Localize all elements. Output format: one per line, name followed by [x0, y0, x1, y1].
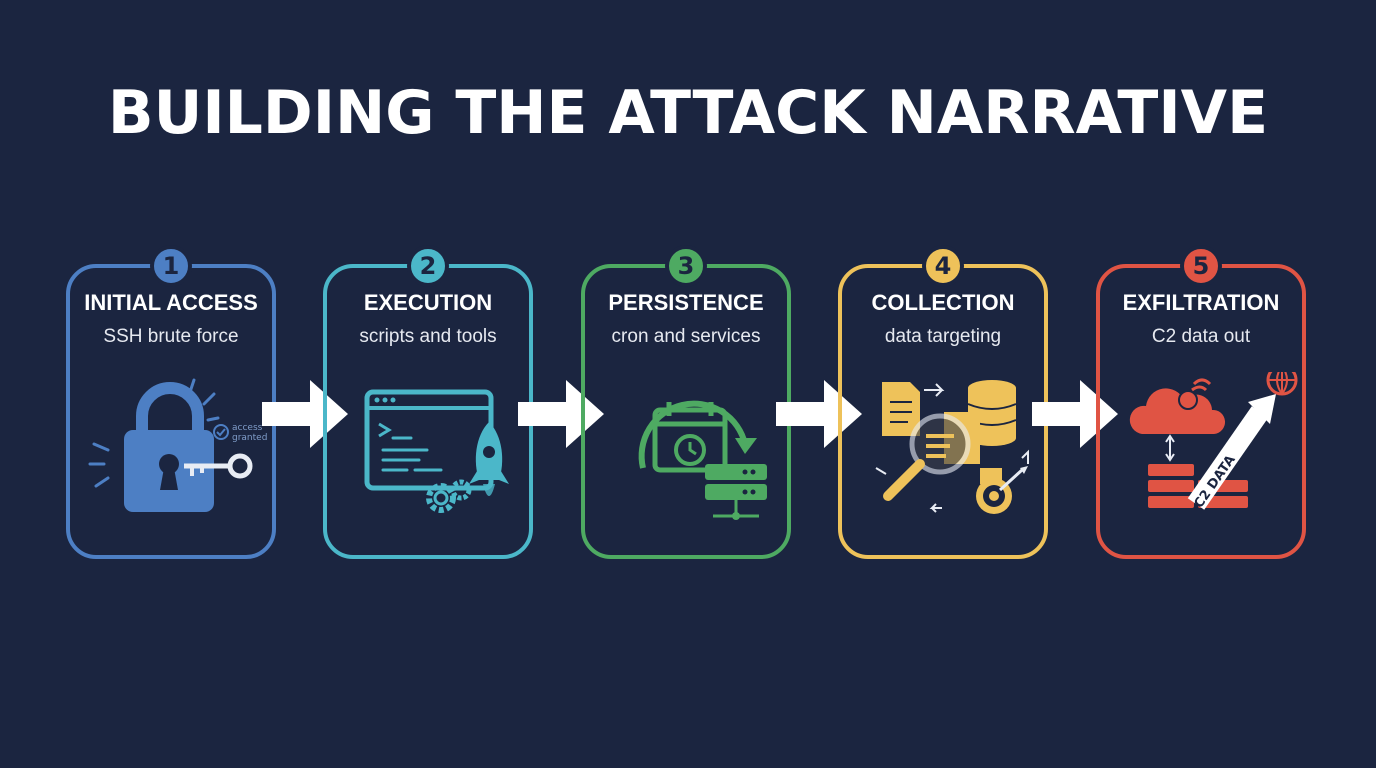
step-number-badge: 3	[665, 245, 707, 287]
step-execution: 2 EXECUTION scripts and tools	[323, 245, 533, 559]
padlock-key-icon: access granted	[88, 378, 267, 512]
step-number-badge: 4	[922, 245, 964, 287]
magnifier-database-icon	[875, 380, 1029, 514]
cloud-exfil-icon: C2 DATA	[1129, 372, 1298, 511]
step-title: PERSISTENCE	[608, 290, 764, 315]
step-collection: 4 COLLECTION data targeting	[838, 245, 1048, 559]
step-subtitle: scripts and tools	[359, 326, 497, 347]
diagram-title: BUILDING THE ATTACK NARRATIVE	[107, 78, 1269, 148]
terminal-rocket-icon	[364, 389, 509, 513]
step-number-badge: 1	[150, 245, 192, 287]
step-title: INITIAL ACCESS	[84, 290, 258, 315]
access-granted-label: access	[232, 423, 263, 433]
calendar-server-icon	[638, 400, 767, 520]
step-subtitle: cron and services	[611, 326, 761, 347]
step-subtitle: data targeting	[884, 326, 1002, 347]
step-number-badge: 2	[407, 245, 449, 287]
step-title: EXECUTION	[363, 290, 493, 315]
step-persistence: 3 PERSISTENCE cron and services	[581, 245, 791, 559]
step-initial-access: 1 INITIAL ACCESS SSH brute force access …	[66, 245, 276, 559]
access-granted-label-2: granted	[232, 433, 267, 443]
step-title: EXFILTRATION	[1122, 290, 1280, 315]
step-subtitle: SSH brute force	[103, 326, 239, 347]
step-title: COLLECTION	[871, 290, 1015, 315]
step-exfiltration: 5 EXFILTRATION C2 data out C2 DATA	[1096, 245, 1306, 559]
step-subtitle: C2 data out	[1151, 326, 1251, 347]
step-number-badge: 5	[1180, 245, 1222, 287]
